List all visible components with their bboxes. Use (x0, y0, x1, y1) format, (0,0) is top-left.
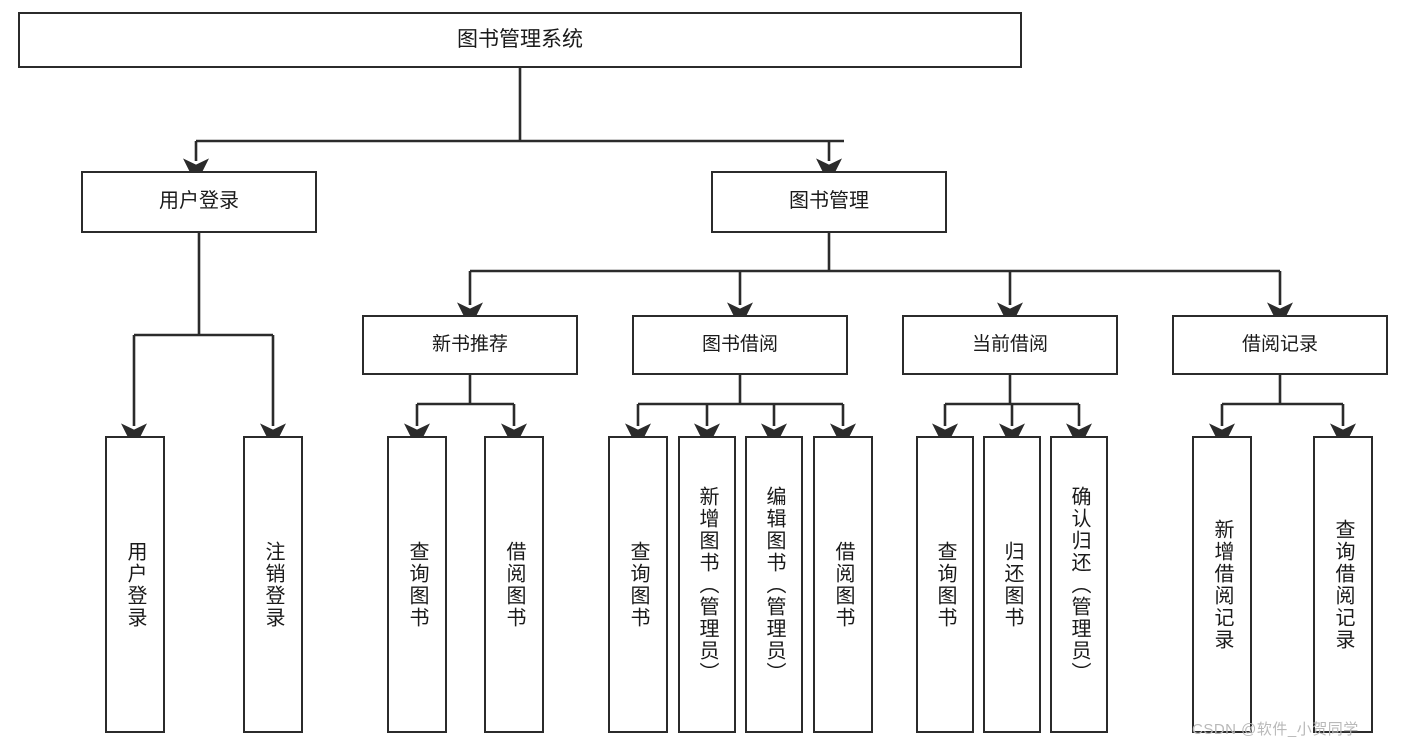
node-leaf-borrow-book-1[interactable]: 借阅图书 (484, 436, 544, 733)
node-leaf-query-book-1[interactable]: 查询图书 (387, 436, 447, 733)
node-leaf-borrow-book-2[interactable]: 借阅图书 (813, 436, 873, 733)
node-leaf-query-book-3[interactable]: 查询图书 (916, 436, 974, 733)
node-leaf-user-login-label: 用户登录 (124, 540, 146, 629)
node-leaf-query-book-1-label: 查询图书 (406, 540, 428, 629)
node-borrow-record[interactable]: 借阅记录 (1172, 315, 1388, 375)
node-current-borrow[interactable]: 当前借阅 (902, 315, 1118, 375)
node-current-borrow-label: 当前借阅 (971, 333, 1048, 355)
node-book-borrow-label: 图书借阅 (701, 333, 778, 355)
csdn-watermark: CSDN @软件_小贺同学 (1192, 721, 1359, 738)
node-leaf-return-book[interactable]: 归还图书 (983, 436, 1041, 733)
node-leaf-query-book-3-label: 查询图书 (934, 540, 956, 629)
node-book-manage[interactable]: 图书管理 (711, 171, 947, 233)
node-leaf-add-book-label: 新增图书（管理员） (696, 485, 718, 684)
node-leaf-query-record[interactable]: 查询借阅记录 (1313, 436, 1373, 733)
node-borrow-record-label: 借阅记录 (1241, 333, 1318, 355)
node-leaf-user-logout[interactable]: 注销登录 (243, 436, 303, 733)
node-leaf-edit-book-label: 编辑图书（管理员） (763, 485, 785, 684)
node-leaf-borrow-book-2-label: 借阅图书 (832, 540, 854, 629)
node-leaf-user-logout-label: 注销登录 (262, 540, 284, 629)
node-leaf-query-book-2[interactable]: 查询图书 (608, 436, 668, 733)
node-leaf-borrow-book-1-label: 借阅图书 (503, 540, 525, 629)
node-user-login[interactable]: 用户登录 (81, 171, 317, 233)
node-leaf-add-record[interactable]: 新增借阅记录 (1192, 436, 1252, 733)
node-leaf-add-record-label: 新增借阅记录 (1211, 518, 1233, 651)
node-book-borrow[interactable]: 图书借阅 (632, 315, 848, 375)
node-leaf-query-record-label: 查询借阅记录 (1332, 518, 1354, 651)
node-leaf-query-book-2-label: 查询图书 (627, 540, 649, 629)
node-new-book-rec-label: 新书推荐 (431, 333, 508, 355)
node-leaf-edit-book[interactable]: 编辑图书（管理员） (745, 436, 803, 733)
node-new-book-rec[interactable]: 新书推荐 (362, 315, 578, 375)
node-leaf-return-book-label: 归还图书 (1001, 540, 1023, 629)
node-leaf-confirm-return-label: 确认归还（管理员） (1068, 485, 1090, 684)
node-leaf-add-book[interactable]: 新增图书（管理员） (678, 436, 736, 733)
node-root[interactable]: 图书管理系统 (18, 12, 1022, 68)
node-leaf-user-login[interactable]: 用户登录 (105, 436, 165, 733)
node-leaf-confirm-return[interactable]: 确认归还（管理员） (1050, 436, 1108, 733)
node-user-login-label: 用户登录 (159, 190, 239, 213)
node-book-manage-label: 图书管理 (789, 190, 869, 213)
node-root-label: 图书管理系统 (457, 27, 583, 51)
